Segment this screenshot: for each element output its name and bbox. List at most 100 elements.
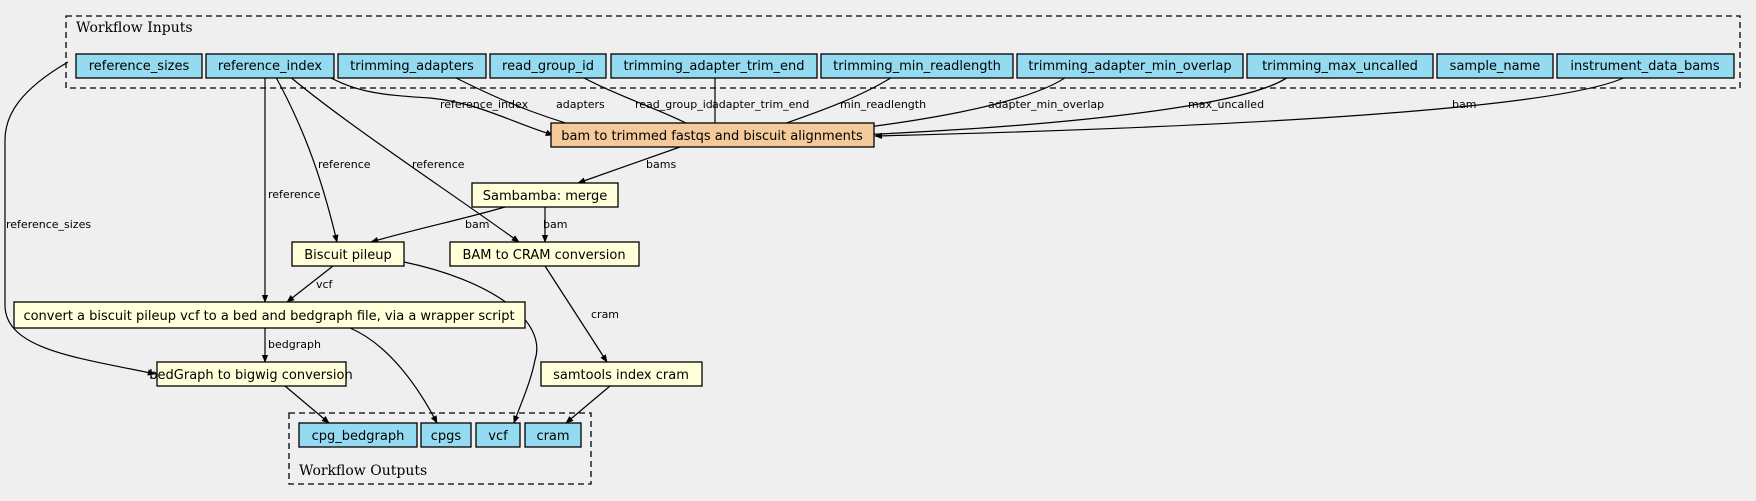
edge-label-bam-cram: bam xyxy=(543,218,567,231)
edge-label-min-readlength: min_readlength xyxy=(840,98,926,111)
edge-label-bam: bam xyxy=(1452,98,1476,111)
node-trimming-adapters[interactable]: trimming_adapters xyxy=(337,53,487,79)
edge-reference-index-to-bam-to-cram xyxy=(281,69,520,243)
node-bedgraph-to-bigwig[interactable]: bedGraph to bigwig conversion xyxy=(149,361,353,387)
node-vcf2bed[interactable]: convert a biscuit pileup vcf to a bed an… xyxy=(13,301,526,329)
node-out-cpgs-label: cpgs xyxy=(431,429,462,444)
node-trimming-adapter-min-overlap-label: trimming_adapter_min_overlap xyxy=(1028,59,1231,74)
node-out-cpgs-box xyxy=(420,422,472,448)
node-read-group-id[interactable]: read_group_id xyxy=(489,53,607,79)
edge-label-cram: cram xyxy=(591,308,619,321)
edge-reference-index-to-pileup xyxy=(271,69,339,243)
node-out-cpgs[interactable]: cpgs xyxy=(420,422,472,448)
node-reference-sizes-box xyxy=(75,53,203,79)
node-trimming-min-readlength[interactable]: trimming_min_readlength xyxy=(820,53,1014,79)
edge-instrument-data-bams-to-bam-to-trimmed xyxy=(874,69,1637,140)
node-samtools-index-cram-box xyxy=(540,361,703,387)
node-sambamba-merge-label: Sambamba: merge xyxy=(483,189,608,204)
edge-label-adapter-trim-end: adapter_trim_end xyxy=(712,98,809,111)
edge-label-bedgraph: bedgraph xyxy=(268,338,321,351)
edge-label-adapters: adapters xyxy=(556,98,605,111)
node-sambamba-merge[interactable]: Sambamba: merge xyxy=(471,182,619,208)
edge-reference-sizes-to-bedgraph2bigwig xyxy=(4,61,156,376)
node-vcf2bed-label: convert a biscuit pileup vcf to a bed an… xyxy=(23,309,514,324)
edge-label-vcf: vcf xyxy=(316,278,334,291)
edge-trimming-max-uncalled-to-bam-to-trimmed xyxy=(829,69,1296,139)
edges: reference_index adapters read_group_id a… xyxy=(4,61,1637,424)
node-trimming-adapter-trim-end[interactable]: trimming_adapter_trim_end xyxy=(610,53,818,79)
node-bam-to-cram-conversion-label: BAM to CRAM conversion xyxy=(462,248,625,263)
node-trimming-max-uncalled-box xyxy=(1246,53,1434,79)
node-out-vcf-label: vcf xyxy=(488,429,508,444)
node-samtools-index-cram-label: samtools index cram xyxy=(553,368,689,383)
node-sample-name[interactable]: sample_name xyxy=(1436,53,1554,79)
edge-label-reference-pileup: reference xyxy=(318,158,371,171)
node-biscuit-pileup-box xyxy=(291,241,405,267)
node-bam-to-trimmed-box xyxy=(550,122,875,148)
workflow-outputs-label: Workflow Outputs xyxy=(299,463,427,479)
edge-reference-index-to-bam-to-trimmed xyxy=(317,69,554,136)
node-vcf2bed-box xyxy=(13,301,526,329)
edge-label-reference-sizes: reference_sizes xyxy=(6,218,91,231)
node-trimming-max-uncalled-label: trimming_max_uncalled xyxy=(1262,59,1418,74)
node-out-cpg-bedgraph[interactable]: cpg_bedgraph xyxy=(298,422,418,448)
edge-bedgraph2bigwig-to-out-cpg-bedgraph xyxy=(284,385,330,424)
node-reference-index-label: reference_index xyxy=(218,59,322,74)
edge-label-adapter-min-overlap: adapter_min_overlap xyxy=(988,98,1104,111)
node-bam-to-trimmed[interactable]: bam to trimmed fastqs and biscuit alignm… xyxy=(550,122,875,148)
edge-bam-to-trimmed-to-merge xyxy=(577,146,681,184)
edge-index-cram-to-out-cram xyxy=(565,385,611,424)
node-instrument-data-bams-box xyxy=(1556,53,1735,79)
node-read-group-id-label: read_group_id xyxy=(502,59,594,74)
edge-label-reference-vcf2bed: reference xyxy=(268,188,321,201)
workflow-inputs-label: Workflow Inputs xyxy=(76,20,193,36)
edge-label-read-group-id: read_group_id xyxy=(635,98,713,111)
node-biscuit-pileup-label: Biscuit pileup xyxy=(304,248,392,263)
edge-label-bams: bams xyxy=(646,158,676,171)
node-instrument-data-bams-label: instrument_data_bams xyxy=(1570,59,1719,74)
node-samtools-index-cram[interactable]: samtools index cram xyxy=(540,361,703,387)
node-reference-index-box xyxy=(205,53,335,79)
node-out-cpg-bedgraph-label: cpg_bedgraph xyxy=(312,429,405,444)
node-bam-to-cram-conversion-box xyxy=(449,241,640,267)
workflow-inputs-cluster: Workflow Inputs xyxy=(65,15,1741,89)
edge-pileup-to-vcf2bed xyxy=(286,265,334,303)
node-bam-to-cram-conversion[interactable]: BAM to CRAM conversion xyxy=(449,241,640,267)
node-out-cpg-bedgraph-box xyxy=(298,422,418,448)
node-out-vcf[interactable]: vcf xyxy=(475,422,521,448)
node-sample-name-label: sample_name xyxy=(1450,59,1541,74)
node-trimming-min-readlength-label: trimming_min_readlength xyxy=(833,59,1001,74)
node-instrument-data-bams[interactable]: instrument_data_bams xyxy=(1556,53,1735,79)
node-biscuit-pileup[interactable]: Biscuit pileup xyxy=(291,241,405,267)
node-sample-name-box xyxy=(1436,53,1554,79)
edge-label-reference-cram: reference xyxy=(412,158,465,171)
workflow-outputs-cluster: Workflow Outputs xyxy=(288,412,592,485)
edge-merge-to-pileup xyxy=(370,206,506,244)
node-trimming-adapter-trim-end-label: trimming_adapter_trim_end xyxy=(623,59,804,74)
edge-label-max-uncalled: max_uncalled xyxy=(1188,98,1264,111)
node-bedgraph-to-bigwig-box xyxy=(156,361,347,387)
node-trimming-max-uncalled[interactable]: trimming_max_uncalled xyxy=(1246,53,1434,79)
node-trimming-adapter-min-overlap-box xyxy=(1016,53,1244,79)
node-out-cram[interactable]: cram xyxy=(524,422,582,448)
node-out-vcf-box xyxy=(475,422,521,448)
node-read-group-id-box xyxy=(489,53,607,79)
edge-bam-to-cram-to-index-cram xyxy=(544,265,608,363)
node-trimming-adapter-min-overlap[interactable]: trimming_adapter_min_overlap xyxy=(1016,53,1244,79)
node-trimming-adapters-label: trimming_adapters xyxy=(350,59,474,74)
edge-label-bam-pileup: bam xyxy=(465,218,489,231)
node-out-cram-box xyxy=(524,422,582,448)
edge-vcf2bed-to-out-cpgs xyxy=(349,327,438,424)
node-bedgraph-to-bigwig-label: bedGraph to bigwig conversion xyxy=(149,368,352,383)
node-trimming-adapter-trim-end-box xyxy=(610,53,818,79)
node-trimming-min-readlength-box xyxy=(820,53,1014,79)
node-sambamba-merge-box xyxy=(471,182,619,208)
node-trimming-adapters-box xyxy=(337,53,487,79)
node-bam-to-trimmed-label: bam to trimmed fastqs and biscuit alignm… xyxy=(561,129,863,144)
node-reference-index[interactable]: reference_index xyxy=(205,53,335,79)
nodes: reference_sizes reference_index trimming… xyxy=(13,53,1735,448)
node-reference-sizes-label: reference_sizes xyxy=(89,59,190,74)
edge-pileup-to-out-vcf xyxy=(403,261,538,424)
node-reference-sizes[interactable]: reference_sizes xyxy=(75,53,203,79)
